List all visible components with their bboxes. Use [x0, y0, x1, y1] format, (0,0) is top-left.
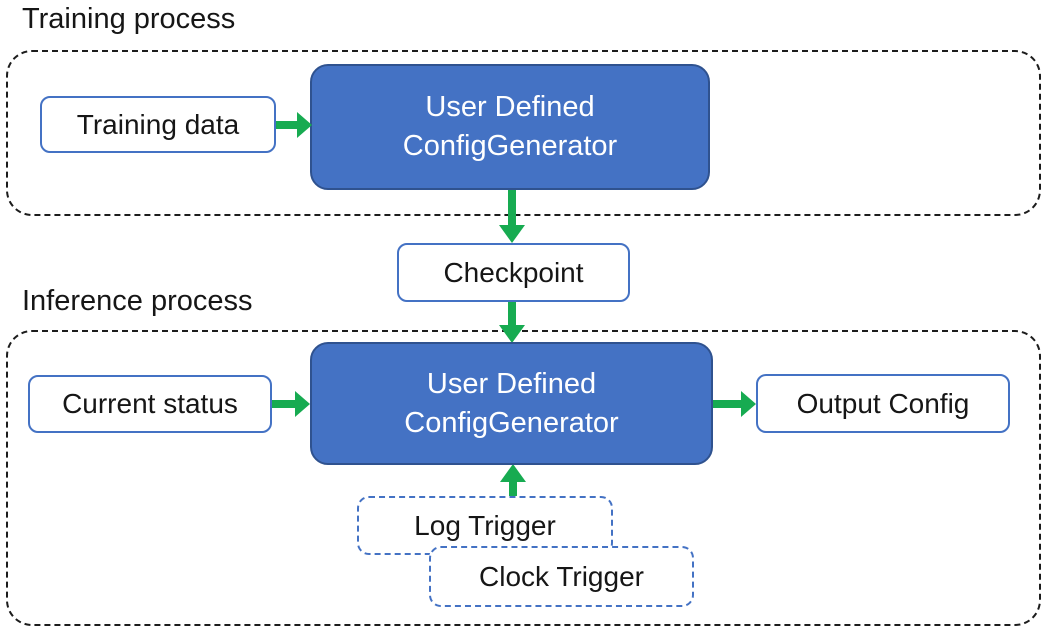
- training-data-label: Training data: [76, 108, 240, 140]
- current-status-box: Current status: [28, 375, 272, 433]
- arrow-training-data-to-generator: [276, 112, 312, 138]
- inference-generator-label-line2: ConfigGenerator: [404, 406, 619, 439]
- training-process-container: [6, 50, 1041, 216]
- log-trigger-box: Log Trigger: [357, 496, 613, 555]
- inference-process-title: Inference process: [22, 285, 253, 317]
- checkpoint-box: Checkpoint: [397, 243, 630, 302]
- training-data-box: Training data: [40, 96, 276, 153]
- arrow-current-status-to-generator: [272, 391, 310, 417]
- output-config-label: Output Config: [796, 387, 970, 419]
- training-generator-label-line1: User Defined: [425, 91, 595, 123]
- clock-trigger-label: Clock Trigger: [479, 560, 644, 592]
- arrow-triggers-to-generator: [500, 464, 526, 497]
- arrow-training-generator-to-checkpoint: [499, 190, 525, 243]
- training-generator-label-line2: ConfigGenerator: [402, 130, 618, 162]
- current-status-label: Current status: [62, 388, 238, 419]
- inference-config-generator-box: User Defined ConfigGenerator: [310, 342, 713, 465]
- training-config-generator-box: User Defined ConfigGenerator: [310, 64, 710, 190]
- training-process-title: Training process: [22, 3, 236, 35]
- arrow-checkpoint-to-inference-generator: [499, 302, 525, 343]
- arrow-generator-to-output-config: [713, 391, 756, 417]
- inference-process-container: [6, 330, 1041, 626]
- checkpoint-label: Checkpoint: [443, 256, 584, 288]
- output-config-box: Output Config: [756, 374, 1010, 433]
- inference-generator-label-line1: User Defined: [426, 367, 597, 400]
- clock-trigger-box: Clock Trigger: [429, 546, 694, 607]
- log-trigger-label: Log Trigger: [414, 509, 556, 541]
